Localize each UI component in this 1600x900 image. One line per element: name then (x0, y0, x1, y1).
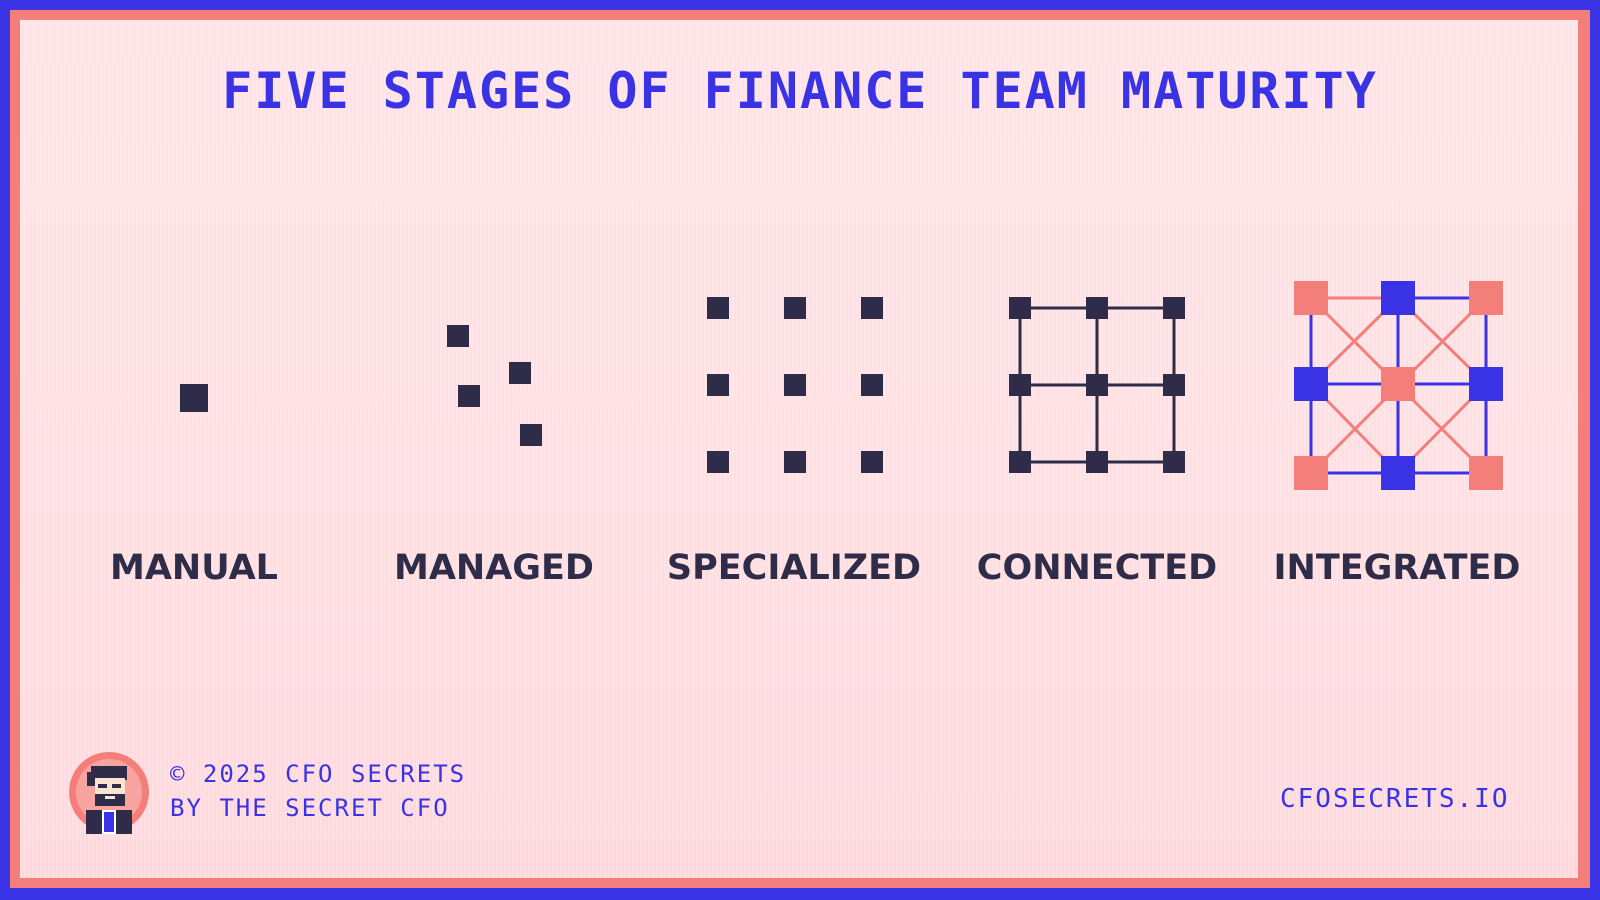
node (509, 362, 531, 384)
stage-managed-icon (447, 325, 542, 446)
stage-manual-icon (180, 384, 208, 412)
node (1009, 374, 1031, 396)
node (784, 451, 806, 473)
node (861, 297, 883, 319)
node (784, 297, 806, 319)
byline-text: BY THE SECRET CFO (170, 794, 450, 822)
node (707, 297, 729, 319)
author-avatar (66, 752, 152, 838)
node (1163, 297, 1185, 319)
stage-integrated-icon (1294, 281, 1503, 490)
stage-connected-icon (1009, 297, 1185, 473)
copyright-text: © 2025 CFO SECRETS (170, 760, 466, 788)
website-link[interactable]: CFOSECRETS.IO (1280, 784, 1510, 814)
node (1381, 456, 1415, 490)
node (1086, 297, 1108, 319)
node (1469, 367, 1503, 401)
node (1163, 451, 1185, 473)
node (1294, 367, 1328, 401)
stage-specialized-icon (707, 297, 883, 473)
stage-label-manual: MANUAL (44, 548, 344, 588)
node (1009, 297, 1031, 319)
node (1086, 451, 1108, 473)
node (707, 451, 729, 473)
node (1163, 374, 1185, 396)
node (784, 374, 806, 396)
node (861, 374, 883, 396)
node (861, 451, 883, 473)
stage-label-integrated: INTEGRATED (1247, 548, 1547, 588)
node (180, 384, 208, 412)
node (1294, 281, 1328, 315)
node (1009, 451, 1031, 473)
stage-label-managed: MANAGED (344, 548, 644, 588)
node (1381, 281, 1415, 315)
node (447, 325, 469, 347)
node (1294, 456, 1328, 490)
node (1381, 367, 1415, 401)
node (1469, 456, 1503, 490)
node (1469, 281, 1503, 315)
node (458, 385, 480, 407)
stage-label-connected: CONNECTED (947, 548, 1247, 588)
node (707, 374, 729, 396)
node (1086, 374, 1108, 396)
stage-label-specialized: SPECIALIZED (644, 548, 944, 588)
node (520, 424, 542, 446)
